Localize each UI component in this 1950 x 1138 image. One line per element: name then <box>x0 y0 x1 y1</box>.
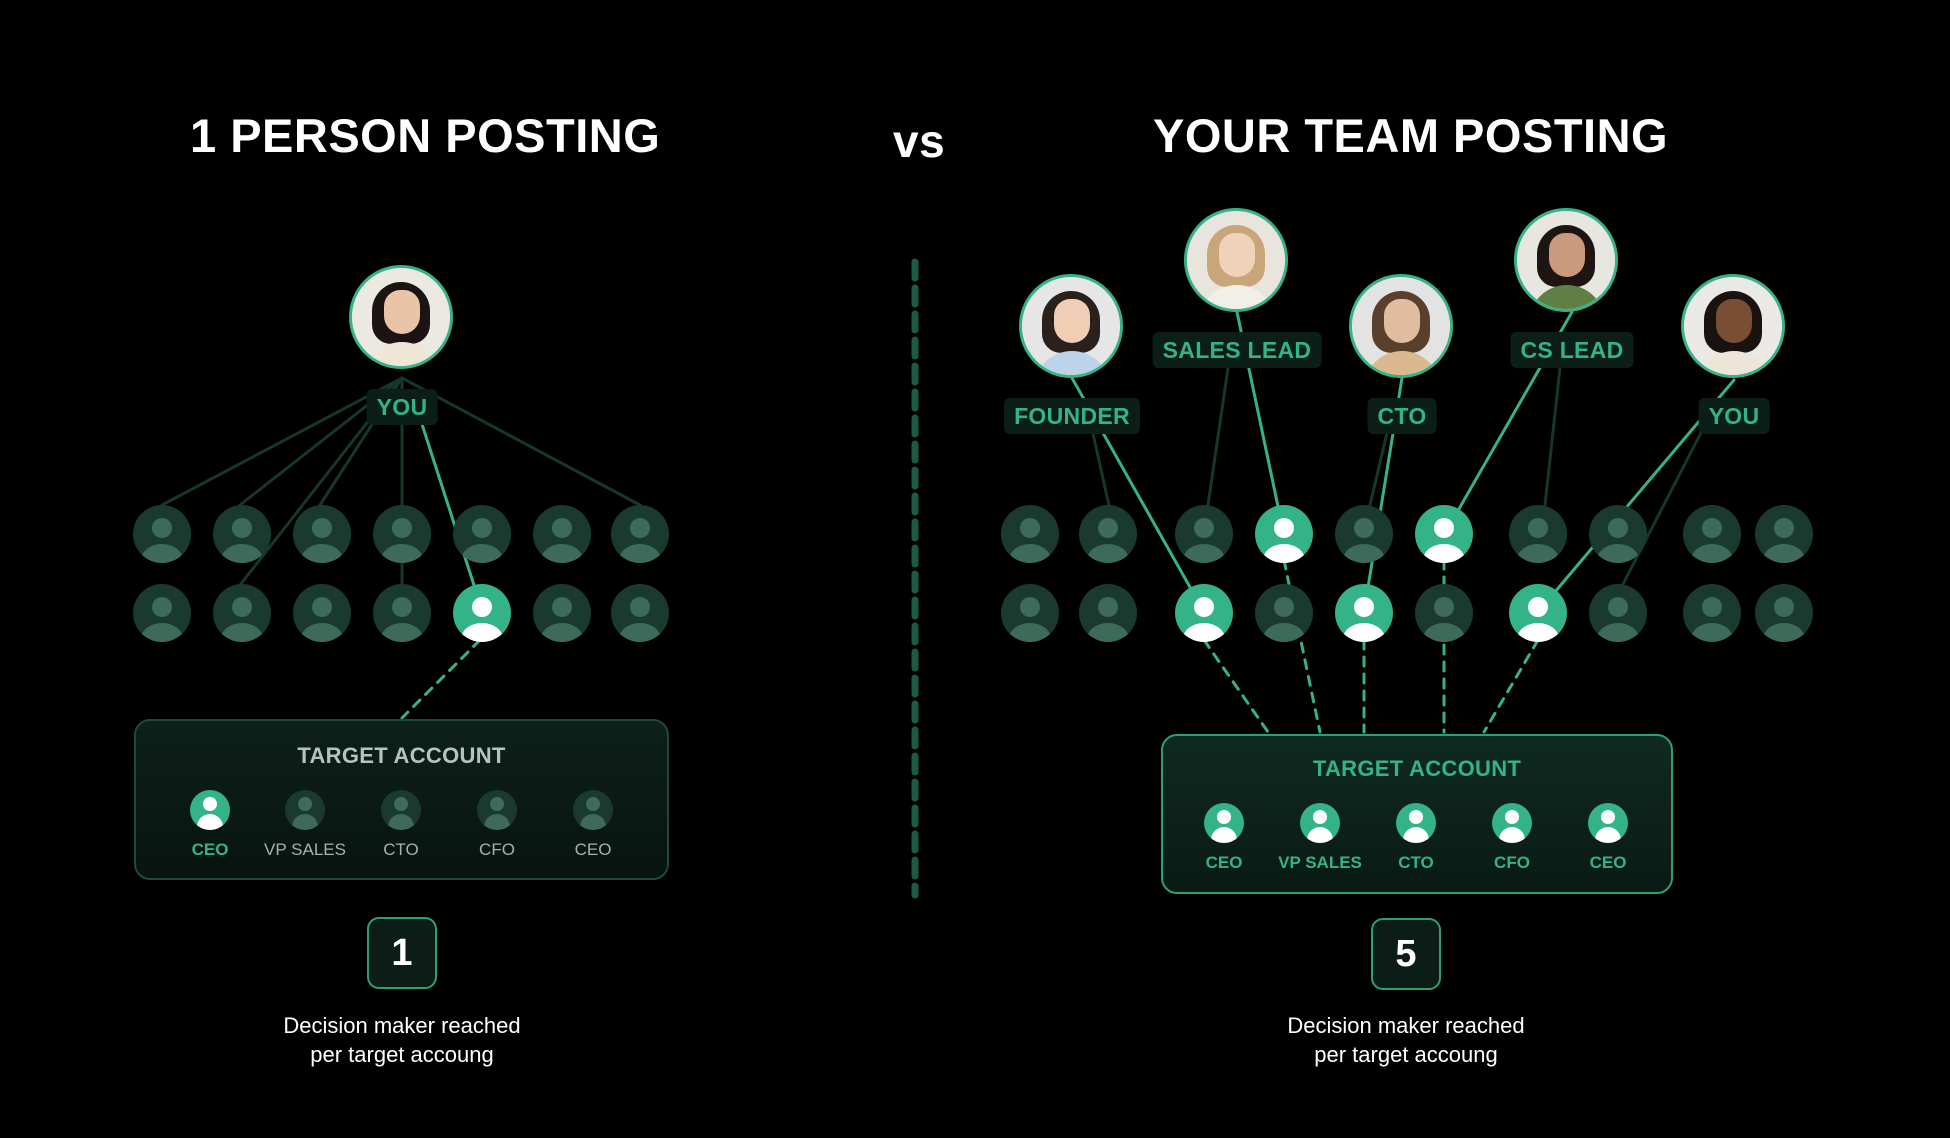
network-node <box>133 505 191 576</box>
caption-left-line2: per target accoung <box>222 1040 582 1069</box>
network-node <box>611 584 669 655</box>
caption-right-line2: per target accoung <box>1226 1040 1586 1069</box>
person-icon <box>1588 803 1628 843</box>
network-node <box>1079 584 1137 655</box>
role-label-cs-lead: CS LEAD <box>1510 332 1633 368</box>
person-icon <box>285 790 325 830</box>
person-icon <box>1300 803 1340 843</box>
network-node <box>1001 584 1059 655</box>
network-node <box>1175 505 1233 576</box>
network-node <box>133 584 191 655</box>
connection-line-dim <box>402 378 640 505</box>
decision-maker-label: CEO <box>1548 853 1668 873</box>
network-node-active <box>1509 584 1567 655</box>
sales-lead-avatar <box>1184 208 1288 312</box>
person-icon <box>1492 803 1532 843</box>
target-account-title-left: TARGET ACCOUNT <box>136 743 667 769</box>
connection-line-dim <box>1620 425 1705 590</box>
person-icon <box>381 790 421 830</box>
connection-line-dashed <box>1484 640 1538 732</box>
reach-count-left: 1 <box>367 917 437 989</box>
network-node <box>533 505 591 576</box>
caption-right: Decision maker reached per target accoun… <box>1226 1011 1586 1069</box>
you-avatar-left <box>349 265 453 369</box>
network-node <box>533 584 591 655</box>
caption-left-line1: Decision maker reached <box>222 1011 582 1040</box>
connection-line-dashed <box>1204 640 1268 732</box>
connection-line-dim <box>1545 368 1560 505</box>
you-avatar-right <box>1681 274 1785 378</box>
network-node-active <box>453 584 511 655</box>
role-label-sales-lead: SALES LEAD <box>1153 332 1322 368</box>
reach-count-right: 5 <box>1371 918 1441 990</box>
role-label-cto: CTO <box>1367 398 1436 434</box>
network-node <box>1255 584 1313 655</box>
network-node <box>1755 584 1813 655</box>
person-icon <box>1204 803 1244 843</box>
role-label-founder: FOUNDER <box>1004 398 1140 434</box>
founder-avatar <box>1019 274 1123 378</box>
network-node <box>213 584 271 655</box>
role-label-you-right: YOU <box>1699 398 1770 434</box>
role-label-you-left: YOU <box>367 389 438 425</box>
network-node <box>453 505 511 576</box>
connection-line-dim <box>1208 368 1228 505</box>
person-icon <box>1396 803 1436 843</box>
target-account-title-right: TARGET ACCOUNT <box>1163 756 1671 782</box>
network-node <box>1335 505 1393 576</box>
decision-maker-right: CEO <box>1548 803 1668 873</box>
decision-maker-left: CEO <box>533 790 653 860</box>
network-node <box>1079 505 1137 576</box>
network-node <box>373 584 431 655</box>
caption-left: Decision maker reached per target accoun… <box>222 1011 582 1069</box>
network-node <box>1001 505 1059 576</box>
network-node <box>1683 505 1741 576</box>
network-node-active <box>1175 584 1233 655</box>
network-node <box>293 584 351 655</box>
network-node <box>1589 505 1647 576</box>
network-node <box>213 505 271 576</box>
network-node <box>611 505 669 576</box>
person-icon <box>477 790 517 830</box>
cs-lead-avatar <box>1514 208 1618 312</box>
person-icon <box>573 790 613 830</box>
network-node <box>1755 505 1813 576</box>
cto-avatar <box>1349 274 1453 378</box>
network-node <box>1683 584 1741 655</box>
connection-line-dashed <box>402 640 480 718</box>
caption-right-line1: Decision maker reached <box>1226 1011 1586 1040</box>
network-node <box>1589 584 1647 655</box>
network-node <box>1509 505 1567 576</box>
person-icon <box>190 790 230 830</box>
decision-maker-label: CEO <box>533 840 653 860</box>
network-node <box>293 505 351 576</box>
